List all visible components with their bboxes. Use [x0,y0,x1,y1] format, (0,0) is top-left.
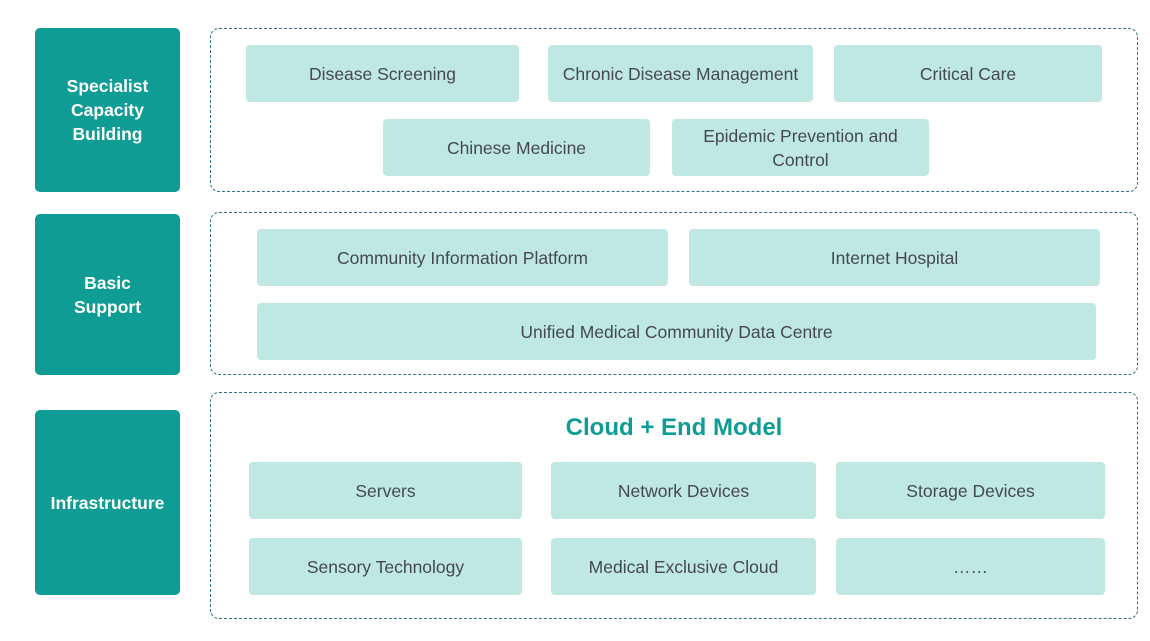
box-chinese-medicine: Chinese Medicine [383,119,650,176]
box-ellipsis: …… [836,538,1105,595]
box-epidemic-prevention-and-control: Epidemic Prevention and Control [672,119,929,176]
box-text: Storage Devices [906,480,1035,501]
box-text: …… [953,556,988,577]
box-sensory-technology: Sensory Technology [249,538,522,595]
layer-frame-specialist-capacity-building [210,28,1138,192]
box-community-information-platform: Community Information Platform [257,229,668,286]
box-unified-medical-community-data-centre: Unified Medical Community Data Centre [257,303,1096,360]
box-text: Critical Care [919,63,1017,84]
box-text: Chinese Medicine [446,137,587,158]
box-text: Medical Exclusive Cloud [588,556,779,577]
layer-label-text: Infrastructure [50,492,165,513]
infrastructure-heading: Cloud + End Model [565,414,783,441]
box-critical-care: Critical Care [834,45,1102,102]
layer-label-specialist-capacity-building: Specialist Capacity Building [35,28,180,192]
box-text: Network Devices [617,480,750,501]
box-text: Disease Screening [309,63,456,84]
box-text: Servers [355,480,416,501]
layer-frame-infrastructure [210,392,1138,619]
box-storage-devices: Storage Devices [836,462,1105,519]
layer-label-text: Basic Support [73,272,142,317]
box-text: Chronic Disease Management [562,63,799,84]
box-medical-exclusive-cloud: Medical Exclusive Cloud [551,538,816,595]
box-network-devices: Network Devices [551,462,816,519]
box-text: Internet Hospital [830,247,959,268]
box-disease-screening: Disease Screening [246,45,519,102]
box-internet-hospital: Internet Hospital [689,229,1100,286]
layer-label-text: Specialist Capacity Building [66,76,149,144]
layer-label-basic-support: Basic Support [35,214,180,375]
box-servers: Servers [249,462,522,519]
box-text: Community Information Platform [337,247,588,268]
box-chronic-disease-management: Chronic Disease Management [548,45,813,102]
layer-label-infrastructure: Infrastructure [35,410,180,595]
box-text: Sensory Technology [306,556,465,577]
box-text: Epidemic Prevention and Control [703,125,898,170]
layer-frame-basic-support [210,212,1138,375]
box-text: Unified Medical Community Data Centre [520,321,833,342]
